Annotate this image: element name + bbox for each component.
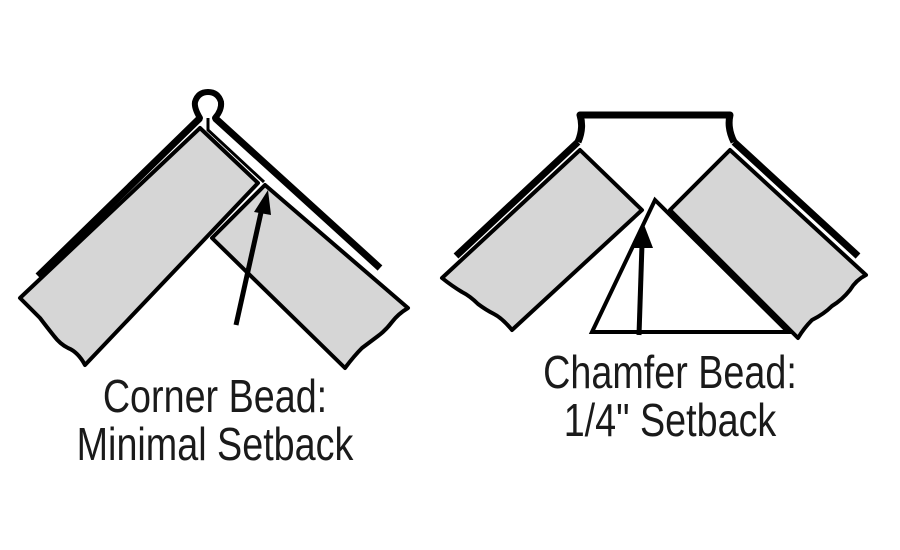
- chamfer-bead-caption-line1: Chamfer Bead:: [543, 346, 797, 398]
- chamfer-bead-pointer-head: [632, 222, 653, 248]
- chamfer-bead-left-flange: [453, 139, 581, 259]
- chamfer-bead-caption-line2: 1/4" Setback: [563, 394, 777, 446]
- corner-bead-caption-line1: Corner Bead:: [102, 370, 328, 422]
- corner-right-drywall-board: [210, 183, 410, 370]
- corner-bead-diagram: [18, 88, 410, 370]
- corner-bead-caption: Corner Bead: Minimal Setback: [55, 372, 375, 468]
- chamfer-left-drywall-board: [440, 148, 644, 332]
- corner-bead-pointer-head: [254, 190, 271, 215]
- corner-bead-left-flange: [35, 115, 203, 279]
- corner-left-drywall-board: [18, 126, 260, 367]
- chamfer-bead-pointer-shaft: [636, 243, 645, 336]
- corner-bead-caption-line2: Minimal Setback: [76, 418, 354, 470]
- corner-bead-inner-line: [206, 118, 266, 184]
- corner-bead-right-flange: [212, 115, 383, 271]
- chamfer-bead-diagram: [440, 111, 868, 340]
- corner-bead-pointer-shaft: [233, 207, 265, 326]
- chamfer-bead-caption: Chamfer Bead: 1/4" Setback: [498, 348, 842, 444]
- chamfer-bead-top: [574, 111, 738, 144]
- chamfer-bead-right-flange: [731, 139, 861, 259]
- chamfer-right-drywall-board: [668, 148, 868, 340]
- corner-bead-nose: [191, 88, 225, 121]
